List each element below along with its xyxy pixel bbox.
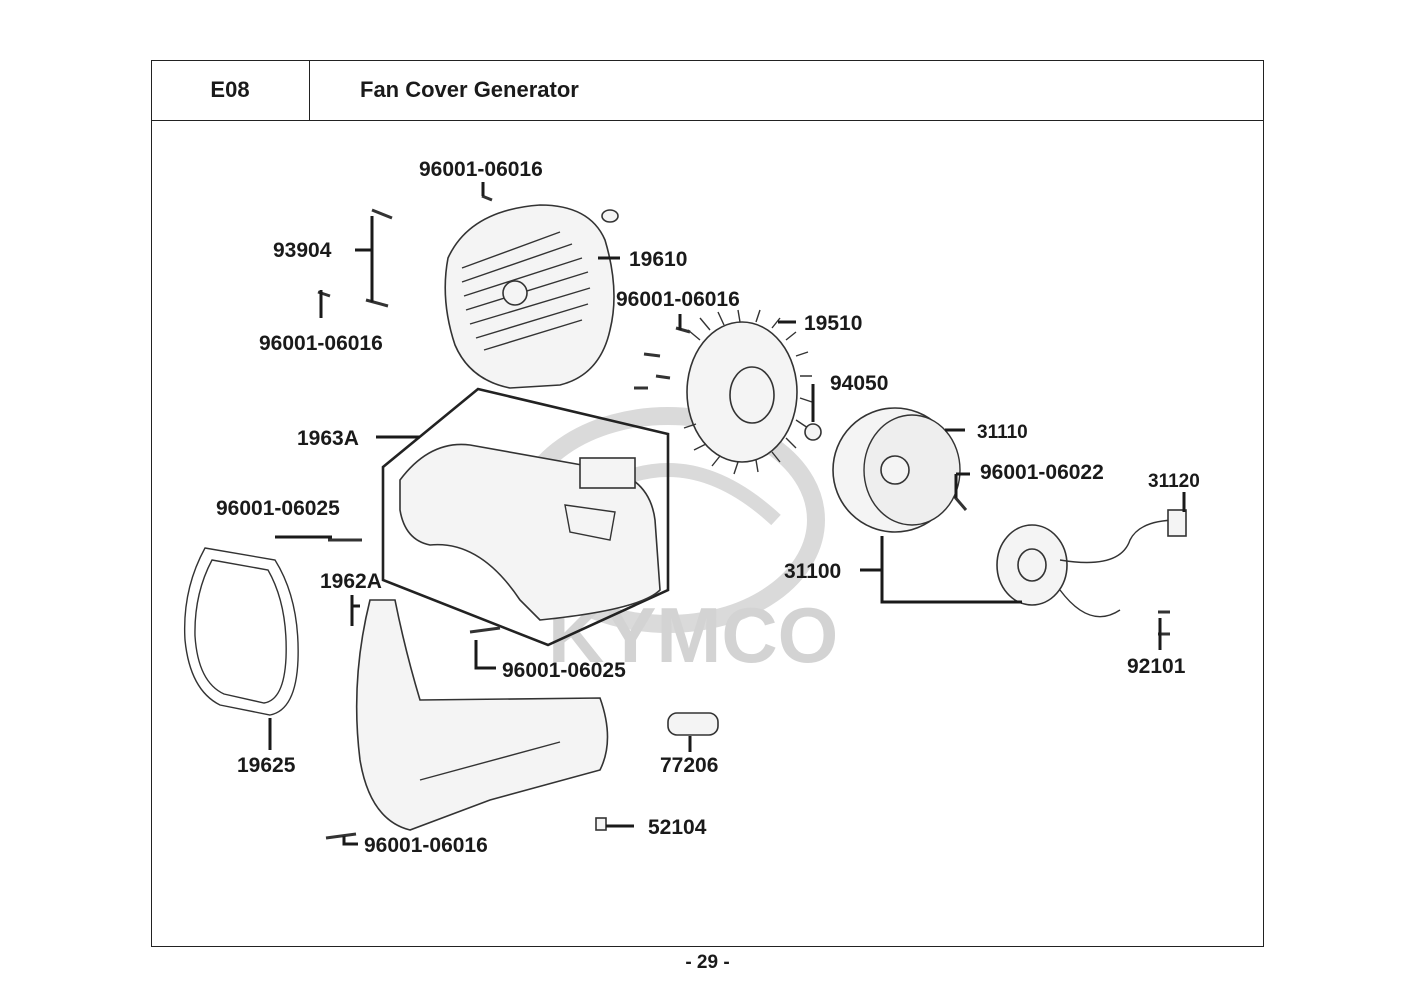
nut-part [804, 423, 822, 441]
clip-part [595, 817, 607, 831]
rubber-pad-part [667, 712, 719, 736]
callout-31110: 31110 [977, 422, 1028, 443]
fan-cover-part [444, 204, 619, 389]
callout-94050: 94050 [830, 372, 888, 395]
flywheel-part [832, 407, 961, 533]
callout-96001-06025-mid: 96001-06025 [502, 659, 626, 682]
callout-19510: 19510 [804, 312, 862, 335]
section-code: E08 [151, 60, 310, 121]
callout-31120: 31120 [1148, 471, 1200, 492]
callout-77206: 77206 [660, 754, 718, 777]
callout-31100: 31100 [784, 560, 841, 583]
callout-52104: 52104 [648, 816, 707, 839]
callout-96001-06016-top: 96001-06016 [419, 158, 543, 181]
page-number: - 29 - [685, 952, 730, 973]
callout-96001-06016-bottom: 96001-06016 [364, 834, 488, 857]
callout-96001-06025-left: 96001-06025 [216, 497, 340, 520]
callout-96001-06022: 96001-06022 [980, 461, 1104, 484]
callout-1963a: 1963A [297, 427, 359, 450]
diagram-frame [151, 60, 1264, 947]
stator-part [996, 509, 1187, 618]
callout-96001-06016-left: 96001-06016 [259, 332, 383, 355]
leader-lines [268, 182, 1186, 846]
callout-19625: 19625 [237, 754, 296, 777]
callout-1962a: 1962A [320, 570, 382, 593]
cooling-fan-part [683, 309, 813, 475]
shroud-upper-part [399, 443, 661, 621]
callout-19610: 19610 [629, 248, 687, 271]
shroud-group-outline [381, 387, 670, 647]
section-title: Fan Cover Generator [310, 60, 1264, 121]
gasket-part [183, 547, 299, 716]
shroud-lower-part [355, 599, 609, 831]
shroud-lower-arrow [419, 741, 561, 781]
callout-93904: 93904 [273, 239, 332, 262]
screw-set [317, 194, 1170, 840]
callout-92101: 92101 [1127, 655, 1186, 678]
callout-96001-06016-mid: 96001-06016 [616, 288, 740, 311]
